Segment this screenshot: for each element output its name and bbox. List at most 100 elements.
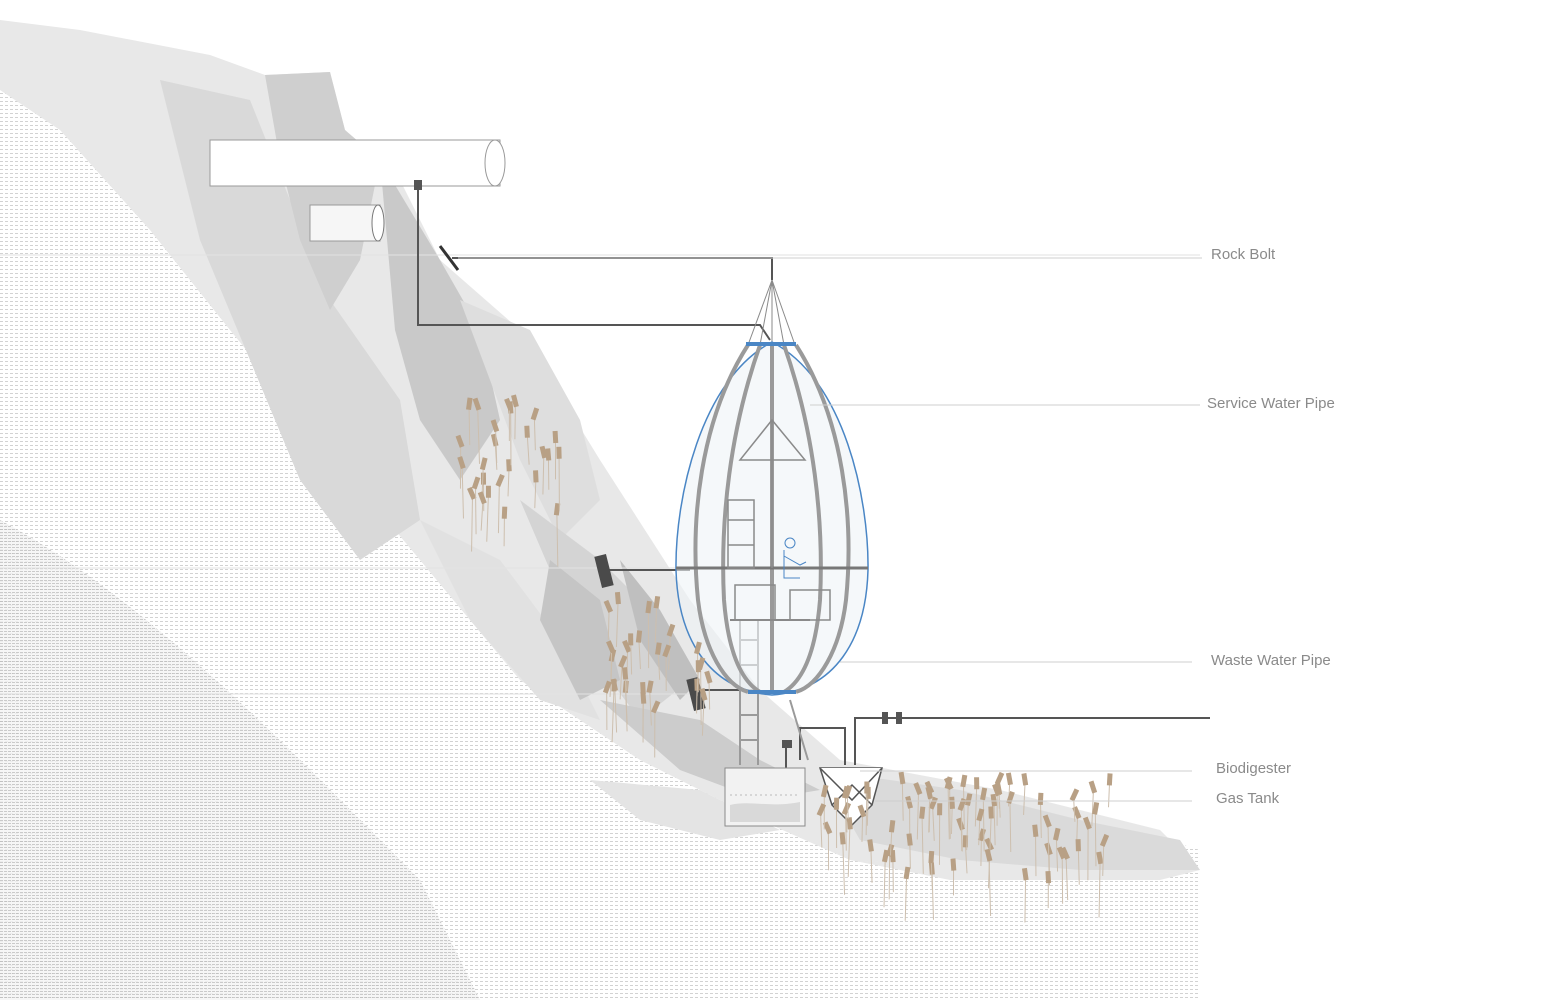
reed-head: [533, 470, 539, 483]
reed-stem: [978, 816, 981, 846]
reed-stem: [1077, 847, 1080, 885]
reed-head: [618, 654, 628, 668]
biodigester-tank: [724, 767, 806, 827]
reed-head: [614, 591, 621, 605]
reed-stem: [1009, 799, 1012, 853]
reed-stem: [1024, 876, 1027, 923]
reed-head: [539, 445, 548, 459]
callout-leaders: [458, 257, 1202, 802]
reed-head: [816, 803, 827, 817]
reed-stem: [638, 638, 641, 670]
reed-stem: [514, 402, 516, 440]
reed-stem: [1040, 800, 1042, 838]
pod-ribs: [693, 343, 851, 694]
reed-stem: [615, 600, 619, 647]
reed-vegetation: [455, 394, 1113, 923]
reed-head: [485, 485, 491, 498]
reed-stem: [904, 874, 908, 921]
reed-head: [666, 623, 676, 637]
reed-stem: [847, 825, 851, 877]
reed-stem: [974, 785, 978, 827]
reed-head: [471, 476, 481, 490]
reed-head: [833, 797, 840, 810]
tunnel-pipe: [209, 139, 506, 242]
reed-stem: [993, 802, 996, 846]
reed-stem: [708, 679, 711, 710]
reed-head: [662, 644, 672, 658]
label-service-water-pipe: Service Water Pipe: [1207, 395, 1335, 412]
reed-stem: [654, 604, 658, 643]
reed-stem: [468, 405, 471, 446]
reed-stem: [909, 841, 911, 869]
reed-head: [1042, 814, 1052, 828]
reed-head: [960, 774, 968, 788]
reed-head: [622, 639, 632, 653]
suspension-cables: [747, 279, 796, 346]
reed-stem: [1055, 836, 1059, 872]
reed-head: [843, 784, 853, 798]
reed-stem: [845, 810, 847, 851]
reed-head: [650, 700, 661, 714]
reed-stem: [966, 801, 969, 851]
reed-stem: [614, 686, 618, 733]
reed-head: [603, 599, 614, 613]
reed-head: [1037, 792, 1044, 806]
reed-stem: [486, 493, 489, 542]
reed-head: [490, 419, 500, 433]
label-biodigester: Biodigester: [1216, 760, 1291, 777]
reed-head: [472, 397, 482, 411]
reed-stem: [657, 650, 661, 680]
reed-head: [950, 858, 957, 871]
reed-head: [640, 681, 646, 695]
reed-stem: [480, 499, 484, 531]
reed-head: [504, 397, 514, 411]
reed-stem: [533, 415, 536, 451]
reed-stem: [477, 405, 480, 464]
reed-stem: [495, 427, 498, 464]
reed-head: [646, 680, 654, 694]
label-waste-water-pipe: Waste Water Pipe: [1211, 652, 1331, 669]
reed-stem: [507, 467, 510, 497]
reed-head: [974, 777, 980, 790]
reed-head: [695, 660, 701, 673]
reed-head: [839, 832, 846, 845]
reed-head: [864, 781, 870, 794]
reed-head: [545, 448, 552, 461]
reed-head: [606, 640, 616, 654]
reed-head: [867, 839, 874, 852]
reed-head: [905, 795, 913, 809]
reed-head: [628, 633, 634, 646]
reed-stem: [649, 688, 652, 726]
reed-stem: [1091, 788, 1095, 827]
reed-head: [1005, 772, 1013, 786]
reed-stem: [534, 478, 537, 509]
reed-stem: [901, 779, 904, 821]
reed-stem: [950, 804, 953, 835]
reed-head: [841, 802, 852, 816]
reed-stem: [474, 484, 477, 535]
reed-stem: [556, 511, 559, 567]
reed-stem: [624, 675, 628, 732]
reed-head: [995, 782, 1003, 795]
guide-lines: [0, 254, 1200, 695]
reed-head: [846, 817, 853, 830]
reed-head: [990, 793, 998, 807]
reed-stem: [1098, 859, 1101, 918]
reed-stem: [988, 857, 992, 916]
reed-stem: [916, 790, 920, 840]
reed-head: [937, 803, 943, 816]
reed-head: [556, 446, 562, 459]
reed-head: [1021, 773, 1029, 786]
reed-stem: [696, 668, 699, 697]
reed-head: [1088, 780, 1098, 794]
reed-head: [1069, 788, 1080, 802]
label-gas-tank: Gas Tank: [1216, 790, 1280, 807]
reed-head: [1045, 871, 1052, 884]
reed-stem: [964, 843, 968, 874]
reed-head: [1082, 816, 1092, 830]
reed-head: [506, 459, 512, 472]
reed-head: [530, 407, 540, 421]
reed-head: [943, 777, 954, 791]
reed-stem: [1023, 781, 1026, 815]
